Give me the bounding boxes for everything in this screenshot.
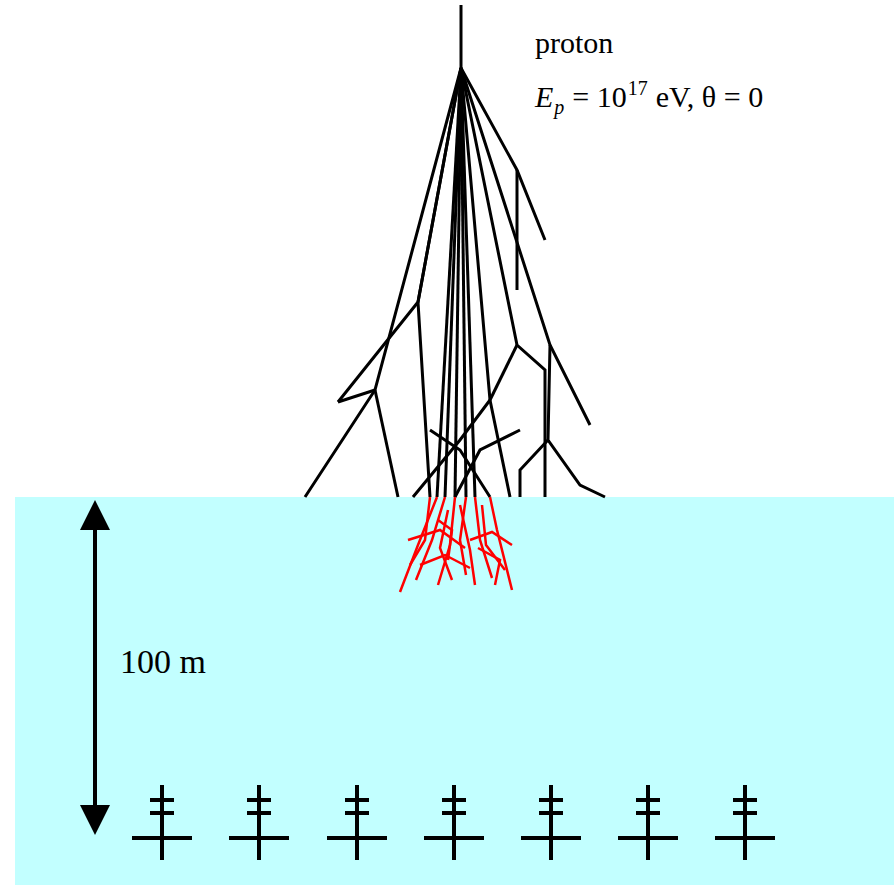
shower-tracks — [305, 5, 605, 497]
detector-strings — [132, 785, 775, 860]
energy-base: = 10 — [572, 82, 626, 112]
depth-arrow — [80, 500, 110, 835]
depth-dimension: 100 m — [120, 645, 206, 679]
energy-exponent: 17 — [628, 78, 648, 98]
cherenkov-particle-tracks — [400, 497, 512, 592]
energy-subscript: p — [554, 97, 564, 117]
particle-label: proton — [535, 28, 613, 58]
energy-formula: Ep= 1017eV, θ = 0 — [535, 82, 763, 112]
water-volume — [15, 497, 894, 885]
energy-unit-angle: eV, θ = 0 — [656, 82, 763, 112]
energy-symbol: E — [535, 82, 553, 112]
